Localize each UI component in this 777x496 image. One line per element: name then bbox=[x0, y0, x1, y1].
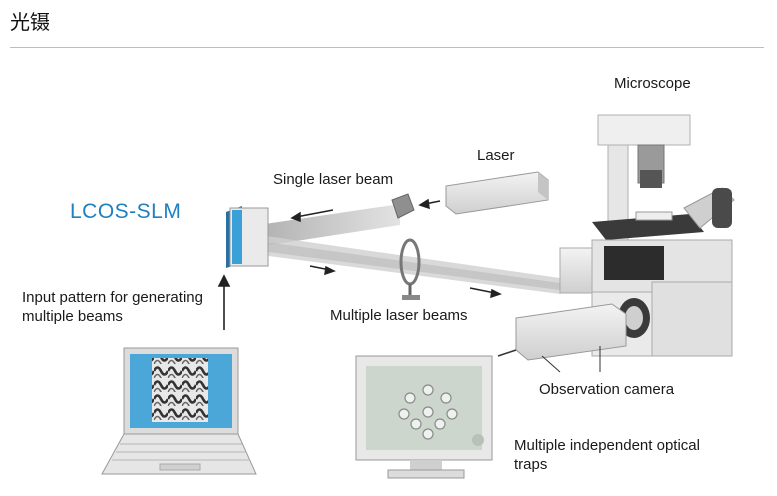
mirror bbox=[391, 193, 415, 219]
multiple-laser-beams bbox=[238, 232, 560, 294]
monitor bbox=[355, 355, 493, 479]
lens bbox=[399, 238, 421, 300]
beam-arrows bbox=[290, 198, 502, 299]
page-title: 光镊 bbox=[10, 10, 50, 34]
label-laser: Laser bbox=[477, 147, 515, 164]
title-divider bbox=[10, 47, 764, 48]
label-multiple-laser-beams: Multiple laser beams bbox=[330, 307, 468, 324]
laser-source bbox=[445, 171, 549, 215]
label-lcos-slm: LCOS-SLM bbox=[70, 200, 182, 223]
label-single-laser-beam: Single laser beam bbox=[273, 171, 394, 188]
label-input-pattern: Input pattern for generating multiple be… bbox=[22, 289, 203, 325]
laptop bbox=[101, 347, 257, 475]
label-optical-traps: Multiple independent optical traps bbox=[514, 437, 700, 473]
lcos-slm-device bbox=[226, 206, 269, 268]
leader-lines bbox=[541, 346, 601, 373]
label-observation-camera: Observation camera bbox=[539, 381, 675, 398]
input-arrow bbox=[217, 274, 231, 330]
label-microscope: Microscope bbox=[614, 75, 691, 92]
observation-camera bbox=[497, 303, 627, 361]
